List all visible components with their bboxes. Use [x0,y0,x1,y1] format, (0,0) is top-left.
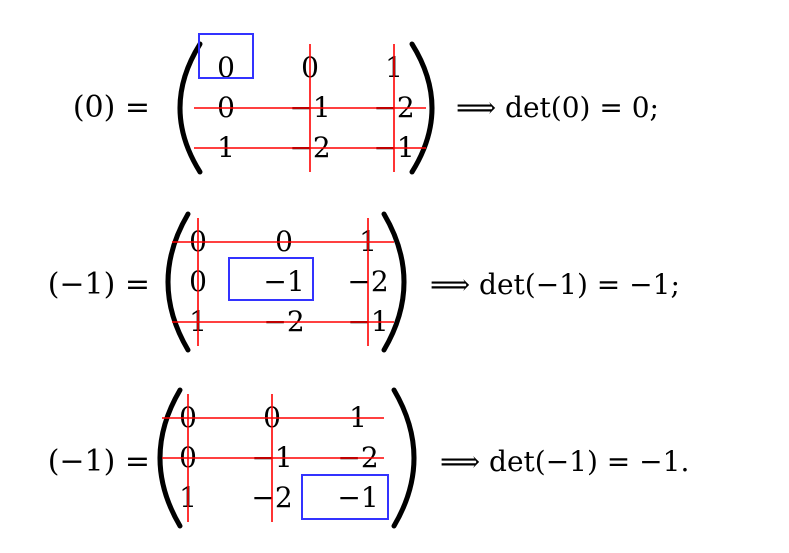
equation-2-lhs: (−1) = [48,267,150,302]
equation-3-rhs: ⟹ det(−1) = −1. [440,445,689,478]
equation-1-right-paren [409,41,435,175]
equation-1-lhs: (0) = [73,90,150,125]
equation-3-entry-r3c3: −1 [337,481,378,514]
equation-2-left-paren [165,211,191,353]
equation-2-right-paren [381,211,407,353]
equation-3-left-paren [157,387,183,529]
equation-1-left-paren [177,41,203,175]
equation-1-rhs: ⟹ det(0) = 0; [456,91,659,124]
equation-3-highlight-box [301,474,389,520]
equation-3-lhs: (−1) = [48,444,150,479]
equation-3-right-paren [391,387,417,529]
equation-2-entry-r2c2: −1 [263,265,304,298]
equation-2-rhs: ⟹ det(−1) = −1; [430,268,680,301]
equation-1-entry-r1c1: 0 [217,51,235,84]
equation-2-highlight-box [228,257,314,301]
equation-1-highlight-box [198,33,254,79]
